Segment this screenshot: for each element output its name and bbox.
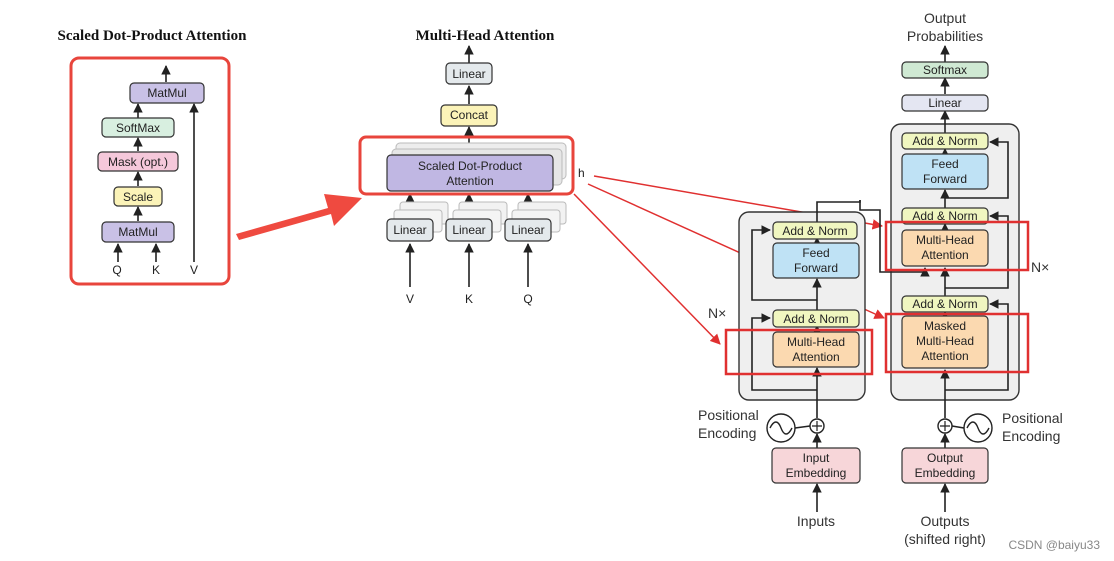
decoder-mha-label-1: Multi-Head	[916, 233, 974, 247]
encoder-ff-label-2: Forward	[794, 261, 838, 275]
sdpa-matmul-top-label: MatMul	[147, 86, 186, 100]
decoder-softmax-label: Softmax	[923, 63, 967, 77]
mha-linear-v-label: Linear	[393, 223, 426, 237]
encoder-emb-label-1: Input	[803, 451, 830, 465]
sdpa-highlight-frame	[69, 56, 231, 286]
mha-concat-box	[440, 104, 498, 127]
decoder-pos-label-2: Encoding	[1002, 428, 1060, 444]
watermark: CSDN @baiyu33	[1008, 538, 1100, 552]
encoder-ff-label-1: Feed	[802, 246, 829, 260]
decoder-masked-mha-box	[901, 315, 989, 369]
encoder-add-norm-bottom-box	[772, 309, 860, 328]
decoder-masked-label-2: Multi-Head	[916, 334, 974, 348]
sdpa-title: Scaled Dot-Product Attention	[58, 28, 248, 44]
output-probabilities-label-2: Probabilities	[907, 28, 983, 44]
mha-input-q: Q	[523, 292, 532, 306]
sdpa-input-k: K	[152, 263, 160, 277]
encoder-mha-box	[772, 331, 860, 368]
sdpa-scale-box	[113, 186, 163, 207]
mha-heads-label: h	[578, 166, 585, 180]
output-probabilities-label-1: Output	[924, 10, 966, 26]
decoder-outputs-label-2: (shifted right)	[904, 531, 986, 547]
decoder-emb-label-1: Output	[927, 451, 964, 465]
decoder-emb-label-2: Embedding	[915, 466, 976, 480]
mha-sdpa-label-2: Attention	[446, 174, 493, 188]
sdpa-matmul-top-box	[129, 82, 205, 104]
encoder-inputs-label: Inputs	[797, 513, 835, 529]
decoder-nx: N×	[1031, 259, 1049, 275]
decoder-mha-highlight	[884, 220, 1030, 272]
big-red-arrow	[236, 194, 362, 240]
sdpa-softmax-label: SoftMax	[116, 121, 160, 135]
encoder-add-norm-top-label: Add & Norm	[782, 224, 847, 238]
decoder-masked-highlight	[884, 312, 1030, 374]
encoder-emb-label-2: Embedding	[786, 466, 847, 480]
mha-concat-label: Concat	[450, 108, 489, 122]
decoder-linear-box	[901, 94, 989, 112]
encoder-feed-forward-box	[772, 242, 860, 279]
decoder-ff-label-1: Feed	[931, 157, 958, 171]
sdpa-softmax-box	[101, 117, 175, 138]
encoder-pos-label-2: Encoding	[698, 425, 756, 441]
mha-input-v: V	[406, 292, 414, 306]
mha-sdpa-box	[386, 154, 554, 192]
mha-linear-top-box	[445, 62, 493, 85]
decoder-add-norm-3-box	[901, 295, 989, 313]
encoder-mha-label-2: Attention	[792, 350, 839, 364]
encoder-mha-highlight	[724, 328, 874, 376]
sdpa-matmul-bottom-label: MatMul	[118, 225, 157, 239]
mha-linear-k-label: Linear	[452, 223, 485, 237]
mha-linear-q-label: Linear	[511, 223, 544, 237]
decoder-pos-label-1: Positional	[1002, 410, 1063, 426]
encoder-add-norm-top-box	[772, 221, 858, 240]
decoder-feed-forward-box	[901, 153, 989, 190]
encoder-stack-frame	[738, 211, 866, 401]
decoder-output-embedding-box	[901, 447, 989, 484]
sdpa-mask-label: Mask (opt.)	[108, 155, 168, 169]
mha-title: Multi-Head Attention	[416, 28, 555, 44]
sdpa-scale-label: Scale	[123, 190, 153, 204]
decoder-add-norm-1-box	[901, 132, 989, 150]
decoder-masked-label-3: Attention	[921, 349, 968, 363]
encoder-mha-label-1: Multi-Head	[787, 335, 845, 349]
red-pointer-encoder-mha	[573, 193, 721, 345]
sdpa-matmul-bottom-box	[101, 221, 175, 243]
mha-linear-k-box	[445, 218, 493, 242]
decoder-add-norm-2-label: Add & Norm	[912, 209, 977, 223]
mha-linear-q-box	[504, 218, 552, 242]
decoder-outputs-label-1: Outputs	[920, 513, 969, 529]
decoder-softmax-box	[901, 61, 989, 79]
encoder-nx: N×	[708, 305, 726, 321]
decoder-linear-label: Linear	[928, 96, 961, 110]
sdpa-mask-box	[97, 151, 179, 172]
mha-sdpa-highlight-frame	[358, 135, 575, 196]
decoder-ff-label-2: Forward	[923, 172, 967, 186]
decoder-masked-label-1: Masked	[924, 319, 966, 333]
mha-linear-v-box	[386, 218, 434, 242]
encoder-input-embedding-box	[771, 447, 861, 484]
encoder-pos-label-1: Positional	[698, 407, 759, 423]
decoder-add-norm-3-label: Add & Norm	[912, 297, 977, 311]
decoder-add-norm-1-label: Add & Norm	[912, 134, 977, 148]
mha-sdpa-label-1: Scaled Dot-Product	[418, 159, 523, 173]
encoder-add-norm-bottom-label: Add & Norm	[783, 312, 848, 326]
decoder-add-norm-2-box	[901, 207, 989, 225]
sdpa-input-q: Q	[112, 263, 121, 277]
sdpa-input-v: V	[190, 263, 198, 277]
mha-linear-top-label: Linear	[452, 67, 485, 81]
decoder-mha-box	[901, 229, 989, 267]
mha-input-k: K	[465, 292, 473, 306]
decoder-mha-label-2: Attention	[921, 248, 968, 262]
